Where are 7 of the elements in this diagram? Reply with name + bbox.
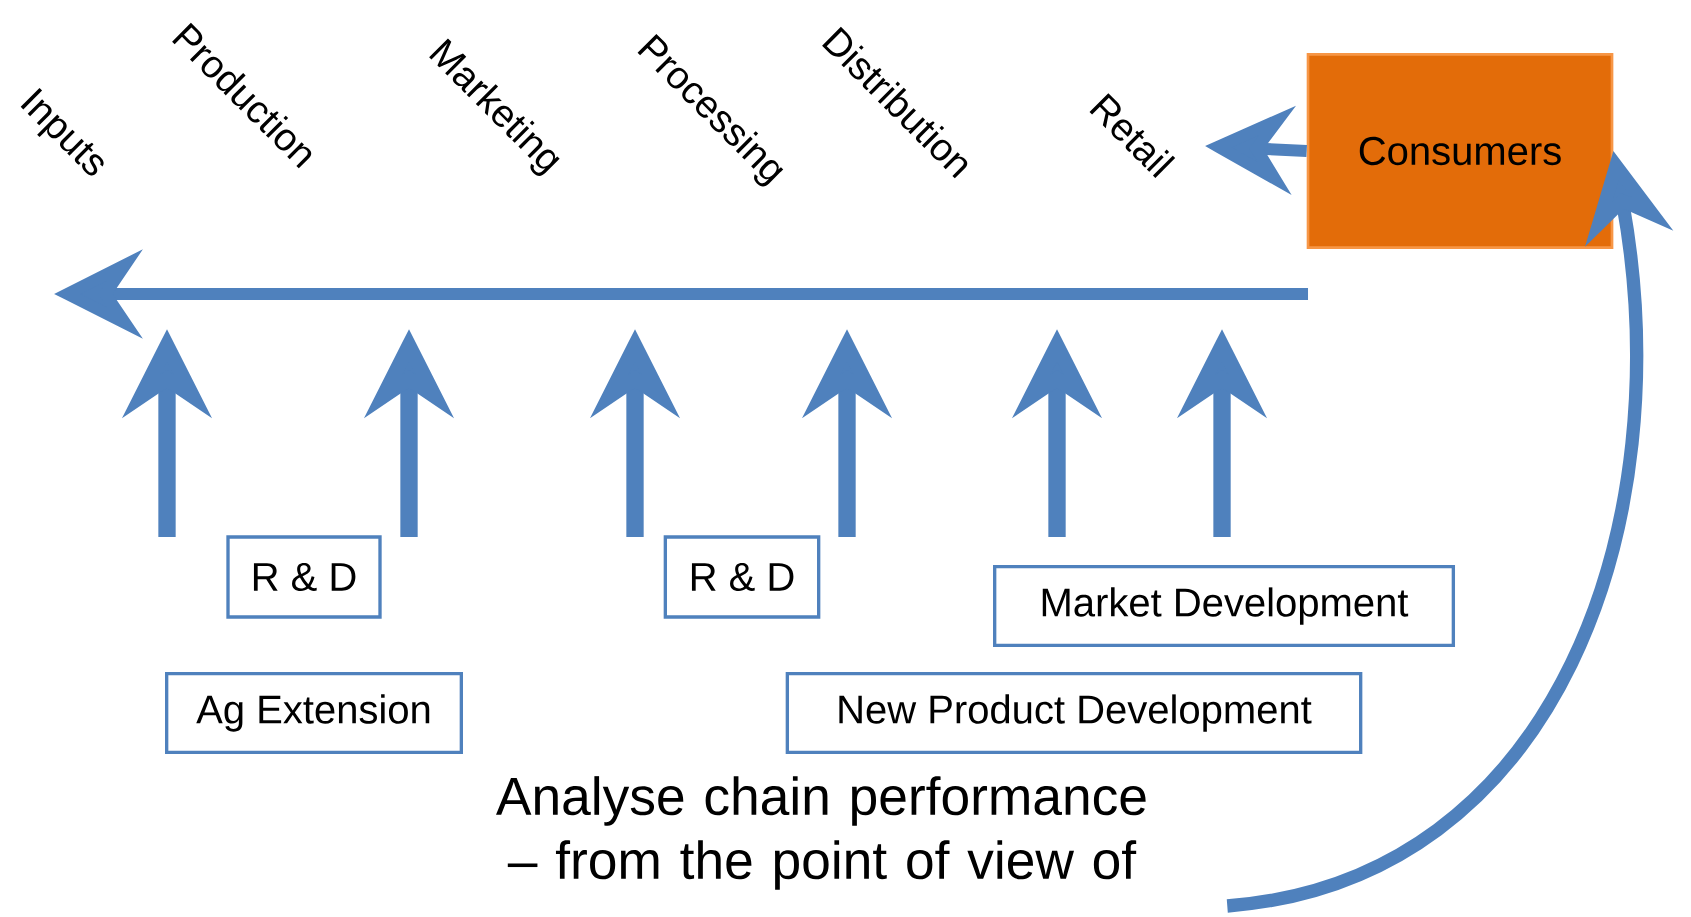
activity-box: Ag Extension [165,672,463,754]
activity-box: R & D [663,535,821,619]
caption-text: Analyse chain performance – from the point of view of [496,776,1146,890]
activity-box: Market Development [993,565,1455,647]
activity-box: New Product Development [785,672,1363,754]
consumer-box: Consumers [1306,53,1614,249]
activity-box: R & D [226,535,382,619]
